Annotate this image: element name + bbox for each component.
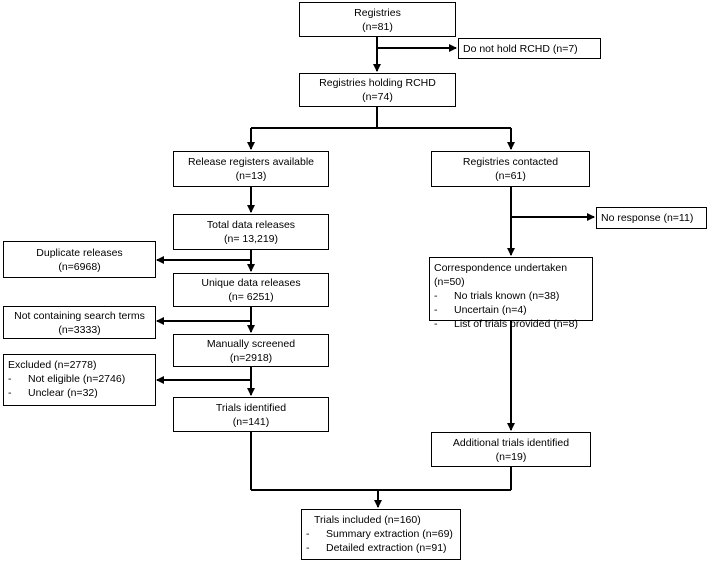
no-search-terms-label: Not containing search terms (14, 309, 145, 322)
not-rchd-label: Do not hold RCHD (n=7) (463, 42, 578, 55)
excluded-title: Excluded (n=2778) (8, 359, 97, 371)
duplicate-label: Duplicate releases (36, 246, 123, 259)
box-no-response: No response (n=11) (596, 207, 707, 229)
box-duplicate-releases: Duplicate releases (n=6968) (3, 241, 156, 278)
box-not-containing-search-terms: Not containing search terms (n=3333) (3, 306, 156, 339)
bullet-dash: - (434, 318, 438, 330)
additional-count: (n=19) (495, 450, 527, 463)
no-search-terms-count: (n=3333) (58, 323, 101, 336)
included-title: Trials included (n=160) (314, 514, 421, 526)
bullet-dash: - (8, 387, 12, 399)
correspondence-item-label: No trials known (n=38) (454, 290, 560, 302)
trials-identified-label: Trials identified (215, 401, 287, 414)
included-item: - Detailed extraction (n=91) (306, 541, 456, 555)
excluded-item: - Unclear (n=32) (8, 386, 151, 400)
correspondence-item: - Uncertain (n=4) (434, 303, 588, 317)
registries-label: Registries (354, 6, 401, 19)
duplicate-count: (n=6968) (58, 260, 101, 273)
box-correspondence: Correspondence undertaken (n=50) - No tr… (429, 257, 593, 330)
bullet-dash: - (306, 528, 310, 540)
excluded-item-label: Not eligible (n=2746) (28, 373, 126, 385)
box-registries-contacted: Registries contacted (n=61) (431, 151, 590, 187)
bullet-dash: - (434, 290, 438, 302)
included-item-label: Detailed extraction (n=91) (326, 542, 447, 554)
box-total-releases: Total data releases (n= 13,219) (173, 214, 329, 250)
box-release-registers: Release registers available (n=13) (173, 151, 329, 187)
holding-label: Registries holding RCHD (319, 77, 436, 89)
trials-identified-count: (n=141) (232, 415, 270, 428)
included-item: - Summary extraction (n=69) (306, 527, 456, 541)
screened-label: Manually screened (206, 337, 296, 350)
correspondence-item: - No trials known (n=38) (434, 289, 588, 303)
box-trials-identified: Trials identified (n=141) (173, 397, 329, 432)
contacted-label: Registries contacted (462, 156, 559, 168)
total-releases-label: Total data releases (206, 219, 296, 231)
excluded-item-label: Unclear (n=32) (28, 387, 98, 399)
box-unique-releases: Unique data releases (n= 6251) (173, 273, 329, 307)
box-not-rchd: Do not hold RCHD (n=7) (458, 38, 601, 59)
contacted-count: (n=61) (495, 170, 526, 182)
unique-count: (n= 6251) (228, 291, 274, 303)
box-manually-screened: Manually screened (n=2918) (173, 334, 329, 367)
box-holding-rchd: Registries holding RCHD (n=74) (299, 73, 456, 107)
screened-count: (n=2918) (229, 351, 273, 364)
box-trials-included: Trials included (n=160) - Summary extrac… (301, 509, 461, 560)
excluded-item: - Not eligible (n=2746) (8, 372, 151, 386)
box-registries: Registries (n=81) (299, 2, 456, 37)
bullet-dash: - (306, 542, 310, 554)
box-excluded: Excluded (n=2778) - Not eligible (n=2746… (3, 354, 156, 406)
correspondence-item-label: List of trials provided (n=8) (454, 318, 579, 330)
unique-label: Unique data releases (201, 277, 301, 289)
correspondence-title: Correspondence undertaken (n=50) (434, 262, 568, 288)
holding-count: (n=74) (362, 91, 393, 103)
additional-label: Additional trials identified (452, 436, 570, 449)
included-item-label: Summary extraction (n=69) (326, 528, 453, 540)
total-releases-count: (n= 13,219) (224, 233, 278, 245)
bullet-dash: - (8, 373, 12, 385)
correspondence-item: - List of trials provided (n=8) (434, 317, 588, 331)
correspondence-item-label: Uncertain (n=4) (454, 304, 527, 316)
no-response-label: No response (n=11) (601, 212, 694, 224)
release-registers-count: (n=13) (235, 170, 267, 182)
registries-count: (n=81) (362, 20, 393, 33)
bullet-dash: - (434, 304, 438, 316)
release-registers-label: Release registers available (187, 156, 315, 168)
box-additional-trials: Additional trials identified (n=19) (431, 432, 591, 467)
